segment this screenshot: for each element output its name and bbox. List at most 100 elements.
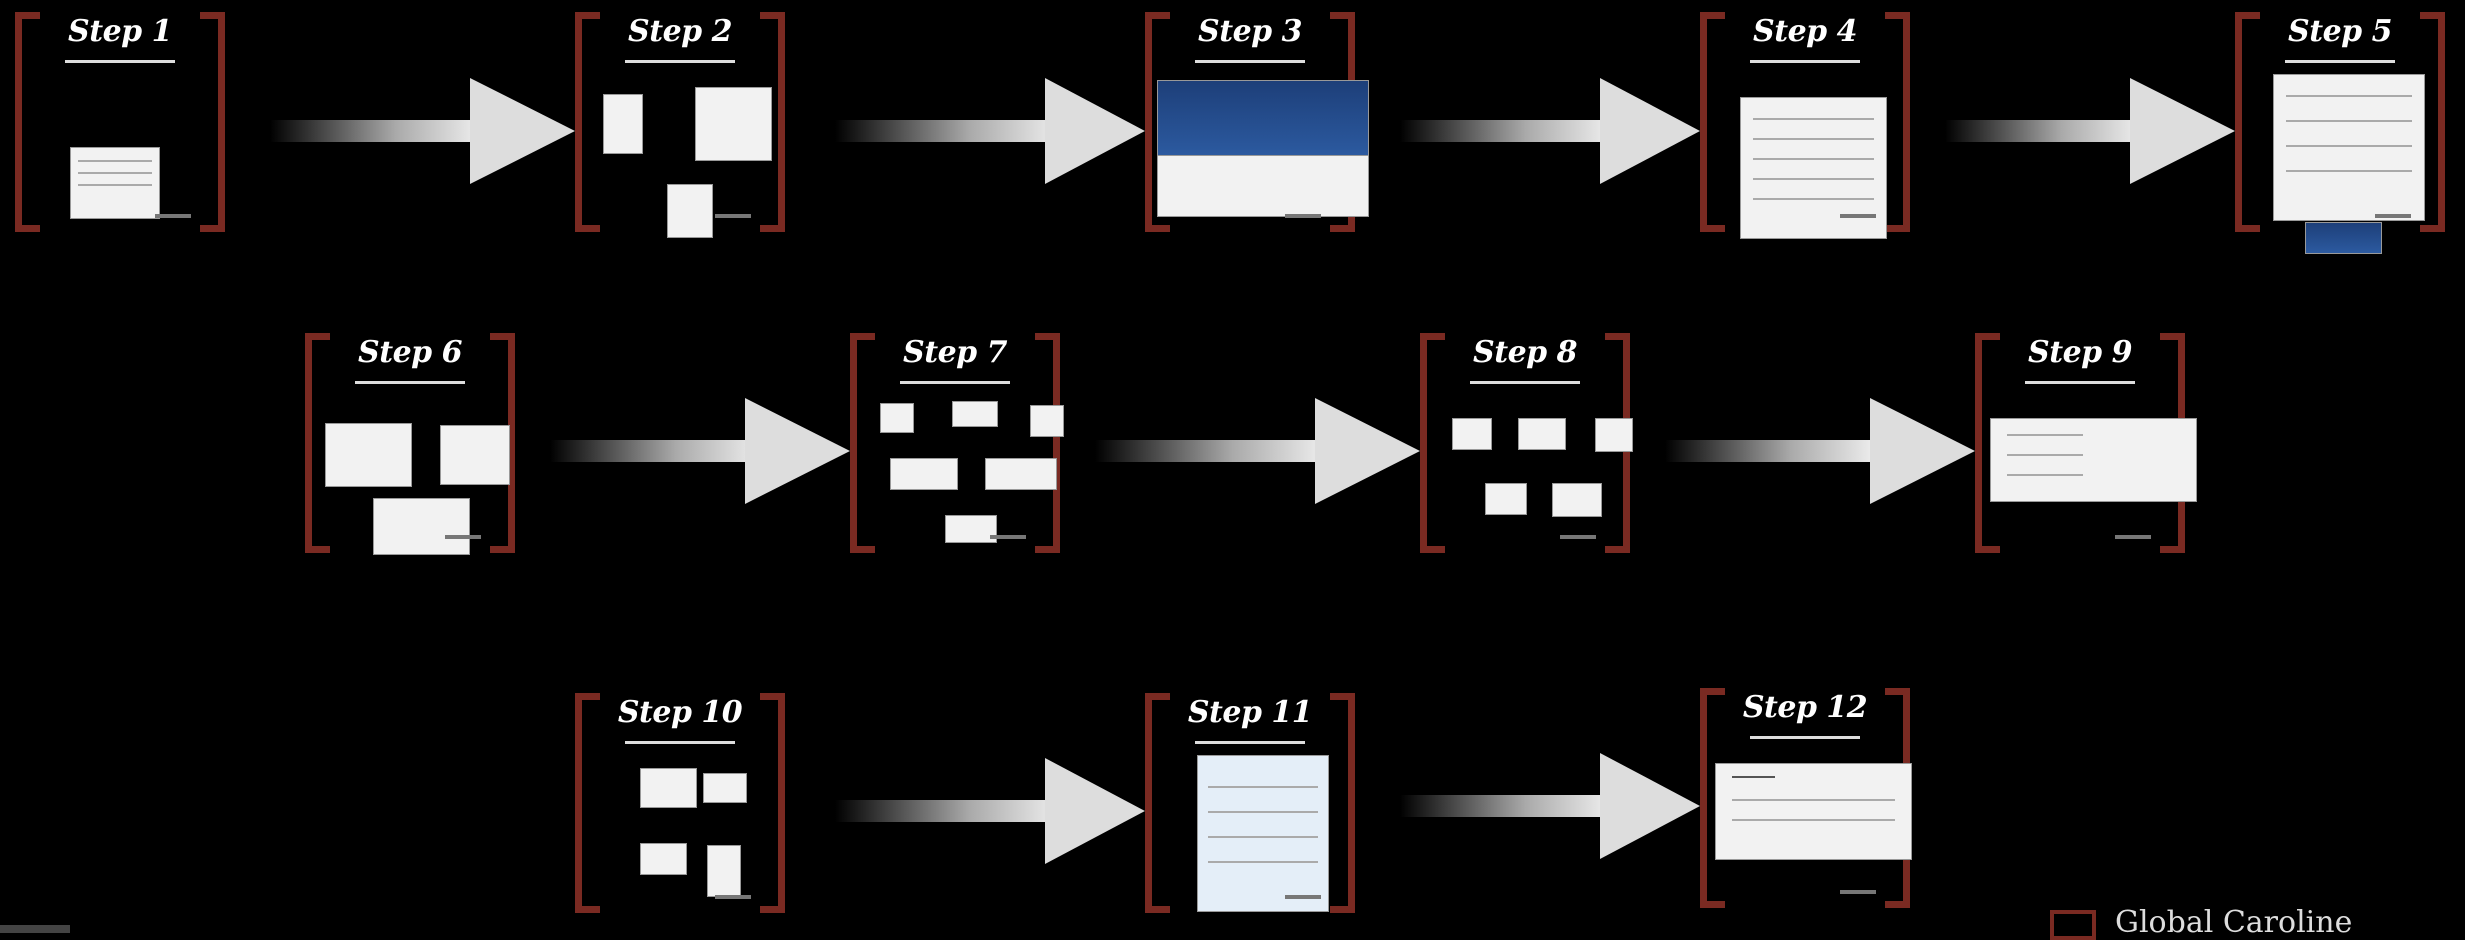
step-title: Step 9	[2028, 335, 2132, 370]
step-title: Step 1	[68, 14, 172, 49]
bracket-left	[1700, 688, 1725, 908]
step-screenshot	[1990, 418, 2197, 502]
bracket-right	[490, 333, 515, 553]
step-8-frame: Step 8	[1420, 333, 1633, 553]
arrow-6-7	[550, 398, 850, 504]
step-10-frame: Step 10	[575, 693, 785, 913]
title-underline	[1195, 741, 1305, 744]
step-screenshot	[440, 425, 510, 485]
bracket-right	[1035, 333, 1060, 553]
title-underline	[355, 381, 465, 384]
step-screenshot	[1595, 418, 1633, 452]
title-underline	[1750, 736, 1860, 739]
title-underline	[2285, 60, 2395, 63]
step-screenshot	[1715, 763, 1912, 860]
step-screenshot	[890, 458, 958, 490]
arrow-8-9	[1665, 398, 1975, 504]
title-underline	[625, 60, 735, 63]
step-title: Step 2	[628, 14, 732, 49]
step-title: Step 7	[903, 335, 1007, 370]
brand-logo-icon	[2050, 910, 2096, 940]
arrow-3-4	[1400, 78, 1700, 184]
step-screenshot	[603, 94, 643, 154]
step-screenshot	[1452, 418, 1492, 450]
step-footer-mark	[715, 214, 751, 218]
title-underline	[2025, 381, 2135, 384]
bracket-left	[1420, 333, 1445, 553]
step-screenshot	[70, 147, 160, 219]
step-9-frame: Step 9	[1975, 333, 2197, 553]
step-screenshot	[945, 515, 997, 543]
step-footer-mark	[1560, 535, 1596, 539]
step-5-frame: Step 5	[2235, 12, 2445, 254]
bracket-left	[850, 333, 875, 553]
step-screenshot	[325, 423, 412, 487]
step-footer-mark	[2115, 535, 2151, 539]
step-footer-mark	[155, 214, 191, 218]
step-title: Step 12	[1742, 690, 1868, 725]
step-screenshot	[985, 458, 1057, 490]
step-screenshot	[1518, 418, 1566, 450]
title-underline	[1195, 60, 1305, 63]
step-screenshot	[1030, 405, 1064, 437]
title-underline	[1470, 381, 1580, 384]
step-screenshot	[373, 498, 470, 555]
step-title: Step 5	[2288, 14, 2392, 49]
step-title: Step 8	[1473, 335, 1577, 370]
bracket-right	[1885, 12, 1910, 232]
step-title: Step 4	[1753, 14, 1857, 49]
bracket-right	[760, 693, 785, 913]
step-footer-mark	[990, 535, 1026, 539]
bracket-right	[200, 12, 225, 232]
step-screenshot	[1197, 755, 1329, 912]
bracket-left	[575, 12, 600, 232]
step-4-frame: Step 4	[1700, 12, 1910, 239]
step-screenshot	[952, 401, 998, 427]
step-title: Step 3	[1198, 14, 1302, 49]
step-title: Step 10	[617, 695, 743, 730]
step-footer-mark	[1840, 214, 1876, 218]
step-screenshot	[1157, 155, 1369, 217]
step-footer-mark	[2375, 214, 2411, 218]
step-screenshot	[1552, 483, 1602, 517]
step-11-frame: Step 11	[1145, 693, 1355, 913]
arrow-7-8	[1095, 398, 1420, 504]
bracket-left	[575, 693, 600, 913]
arrow-2-3	[835, 78, 1145, 184]
step-footer-mark	[1840, 890, 1876, 894]
step-footer-mark	[1285, 895, 1321, 899]
step-1-frame: Step 1	[15, 12, 225, 232]
bracket-left	[1145, 693, 1170, 913]
step-3-frame: Step 3	[1145, 12, 1369, 232]
step-12-frame: Step 12	[1700, 688, 1912, 908]
bottom-left-mark	[0, 925, 70, 933]
arrow-11-12	[1400, 753, 1700, 859]
step-screenshot	[1485, 483, 1527, 515]
step-screenshot	[2273, 74, 2425, 221]
title-underline	[1750, 60, 1860, 63]
step-title: Step 6	[358, 335, 462, 370]
bracket-left	[15, 12, 40, 232]
arrow-10-11	[835, 758, 1145, 864]
step-2-frame: Step 2	[575, 12, 785, 238]
step-7-frame: Step 7	[850, 333, 1064, 553]
bracket-left	[305, 333, 330, 553]
step-screenshot	[703, 773, 747, 803]
step-footer-mark	[1285, 214, 1321, 218]
arrow-1-2	[270, 78, 575, 184]
brand-name: Global Caroline	[2115, 905, 2353, 940]
step-screenshot	[2305, 222, 2382, 254]
bracket-left	[2235, 12, 2260, 232]
step-6-frame: Step 6	[305, 333, 515, 555]
step-footer-mark	[715, 895, 751, 899]
title-underline	[900, 381, 1010, 384]
bracket-right	[760, 12, 785, 232]
bracket-right	[1330, 693, 1355, 913]
step-screenshot	[667, 184, 713, 238]
step-screenshot	[880, 403, 914, 433]
title-underline	[65, 60, 175, 63]
step-screenshot	[640, 843, 687, 875]
bracket-right	[2420, 12, 2445, 232]
title-underline	[625, 741, 735, 744]
